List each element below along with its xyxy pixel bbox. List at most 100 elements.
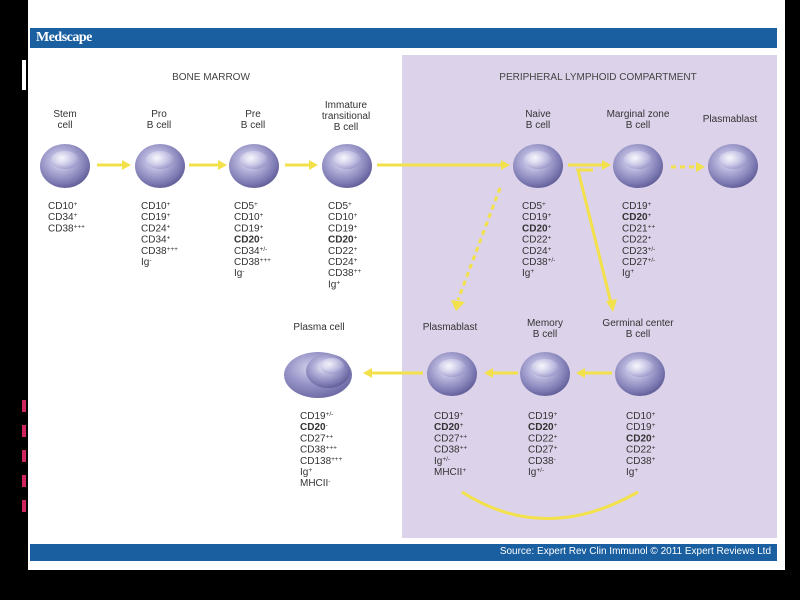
header-bar: Medscape [30,28,777,48]
cell-plasma [284,352,352,398]
cell-title-stem: Stem [53,109,76,120]
cell-stem [40,144,90,188]
cell-title-pre: B cell [241,120,265,131]
arrowhead-marginal-plasmablast [696,162,705,172]
marker-memory: CD19+ [528,411,558,422]
marker-immature: Ig+ [328,279,340,290]
marker-plasma: CD20- [300,422,328,433]
left-black-bar [0,0,26,600]
cell-title-pro: Pro [151,109,167,120]
arrows [97,160,705,520]
marker-pro: CD38+++ [141,246,178,257]
marker-marginal: CD19+ [622,201,652,212]
marker-naive: CD24+ [522,246,552,257]
marker-pre: CD20+ [234,235,264,246]
marker-germinal: Ig+ [626,467,638,478]
cell-title-marginal: B cell [626,120,650,131]
marker-pre: CD38+++ [234,257,271,268]
marker-plasma: CD138+++ [300,456,343,467]
arrowhead-naive-germinal [606,299,617,312]
cell-title-immature: Immature [325,100,368,111]
marker-memory: CD22+ [528,433,558,444]
cell-title-pre: Pre [245,109,261,120]
marker-pro: CD10+ [141,201,171,212]
cell-title-stem: cell [57,120,72,131]
marker-plasmablast-bottom: CD27++ [434,433,467,444]
marker-naive: CD38+/- [522,257,555,268]
marker-marginal: Ig+ [622,268,634,279]
cell-plasmablast-top [708,144,758,188]
medscape-logo: Medscape [36,30,92,45]
cell-memory [520,352,570,396]
arrowhead-naive-marginal [602,160,611,170]
arrowhead-plasmablast-plasma [363,368,372,378]
cell-title-naive: B cell [526,120,550,131]
marker-plasmablast-bottom: CD38++ [434,445,467,456]
marker-marginal: CD21++ [622,223,655,234]
marker-memory: Ig+/- [528,467,544,478]
marker-plasmablast-bottom: MHCII+ [434,467,466,478]
cell-title-memory: B cell [533,329,557,340]
arrowhead-memory-plasmablast [484,368,493,378]
marker-germinal: CD38+ [626,456,656,467]
marker-pro: CD34+ [141,235,171,246]
marker-pre: Ig- [234,268,245,279]
arrowhead-stem-pro [122,160,131,170]
deco-bar-pink [22,450,26,462]
cell-title-pro: B cell [147,120,171,131]
marker-memory: CD38- [528,456,556,467]
marker-plasmablast-bottom: CD19+ [434,411,464,422]
cell-plasmablast-bottom [427,352,477,396]
footer-bar: Source: Expert Rev Clin Immunol © 2011 E… [30,544,777,561]
marker-naive: CD5+ [522,201,546,212]
cell-title-naive: Naive [525,109,551,120]
arrowhead-immature-naive [501,160,510,170]
marker-pre: CD19+ [234,223,264,234]
deco-bar-pink [22,500,26,512]
deco-bar-pink [22,400,26,412]
marker-plasma: CD38+++ [300,445,337,456]
cell-pre [229,144,279,188]
cell-title-plasmablast-bottom: Plasmablast [423,322,478,333]
marker-marginal: CD27+/- [622,257,655,268]
cell-title-marginal: Marginal zone [607,109,670,120]
bone-marrow-title: BONE MARROW [172,72,250,83]
source-citation: Source: Expert Rev Clin Immunol © 2011 E… [499,546,771,557]
marker-memory: CD20+ [528,422,558,433]
arrowhead-naive-plasmablast [451,300,465,311]
marker-stem: CD10+ [48,201,78,212]
cell-title-germinal: Germinal center [602,318,674,329]
marker-naive: CD19+ [522,212,552,223]
marker-pre: CD34+/- [234,246,267,257]
marker-plasmablast-bottom: Ig+/- [434,456,450,467]
cell-title-plasmablast-top: Plasmablast [703,114,758,125]
marker-germinal: CD20+ [626,433,656,444]
marker-plasma: Ig+ [300,467,312,478]
marker-plasma: CD27++ [300,433,333,444]
cell-immature [322,144,372,188]
marker-stem: CD38+++ [48,223,85,234]
marker-naive: CD22+ [522,235,552,246]
marker-immature: CD20+ [328,235,358,246]
marker-pre: CD10+ [234,212,264,223]
arc-memory-germinal [461,490,639,520]
arrowhead-germinal-memory [576,368,585,378]
marker-germinal: CD10+ [626,411,656,422]
marker-pro: CD24+ [141,223,171,234]
cell-pro [135,144,185,188]
marker-pro: CD19+ [141,212,171,223]
marker-germinal: CD19+ [626,422,656,433]
deco-bar-white [22,60,26,90]
deco-bar-pink [22,425,26,437]
cell-germinal [615,352,665,396]
peripheral-title: PERIPHERAL LYMPHOID COMPARTMENT [499,72,696,83]
cell-title-immature: B cell [334,122,358,133]
marker-naive: Ig+ [522,268,534,279]
cell-naive [513,144,563,188]
cell-marginal [613,144,663,188]
marker-marginal: CD23+/- [622,246,655,257]
marker-naive: CD20+ [522,223,552,234]
marker-plasma: MHCII- [300,478,331,489]
peripheral-panel [402,55,777,538]
